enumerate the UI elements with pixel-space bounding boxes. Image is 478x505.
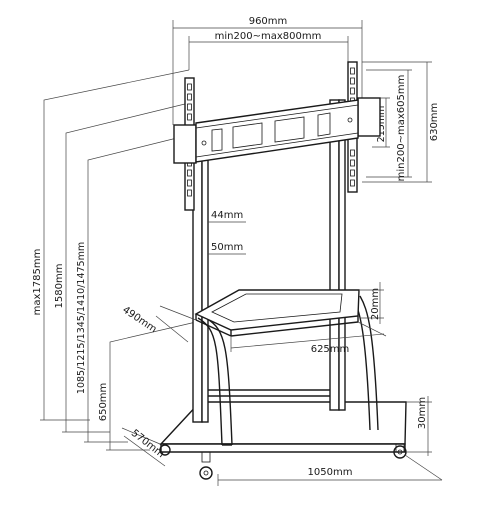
total-height-label: max1785mm <box>32 249 43 316</box>
shelf-height-label: 650mm <box>98 383 109 422</box>
base <box>159 401 407 480</box>
column-depth-label: 50mm <box>211 242 243 253</box>
caster-front-left <box>199 451 213 480</box>
height-1580-label: 1580mm <box>54 264 65 309</box>
column-width-callout: 44mm <box>208 210 246 223</box>
bracket-gap-label: 215mm <box>376 106 387 143</box>
caster-back-left <box>159 444 171 456</box>
vesa-horizontal-dimension: min200~max800mm <box>188 31 349 70</box>
bracket-height-label: 630mm <box>429 103 440 142</box>
shelf-depth-label: 490mm <box>120 305 158 336</box>
height-options-label: 1085/1215/1345/1410/1475mm <box>76 242 87 394</box>
vesa-vertical-dimension: min200~max605mm <box>366 69 412 182</box>
shelf-width-dimension: 625mm <box>230 321 387 355</box>
height-1580-dimension: 1580mm <box>54 102 190 433</box>
bracket-height-dimension: 630mm <box>362 61 440 183</box>
column-depth-callout: 50mm <box>208 242 246 255</box>
shelf-lip-label: 20mm <box>370 288 381 320</box>
overall-width-dimension: 960mm <box>172 16 363 125</box>
overall-width-label: 960mm <box>249 16 288 27</box>
total-height-dimension: max1785mm <box>32 69 190 421</box>
base-width-dimension: 1050mm <box>217 454 443 486</box>
vesa-horizontal-label: min200~max800mm <box>215 31 322 42</box>
height-options-dimension: 1085/1215/1345/1410/1475mm <box>76 134 190 443</box>
base-depth-dimension: 570mm <box>121 427 166 467</box>
base-width-label: 1050mm <box>308 467 353 478</box>
column-width-label: 44mm <box>211 210 243 221</box>
mounting-plate <box>173 97 381 164</box>
shelf-depth-dimension: 490mm <box>120 305 197 343</box>
shelf <box>194 289 379 446</box>
base-height-dimension: 30mm <box>406 396 432 456</box>
shelf-width-label: 625mm <box>311 344 350 355</box>
vesa-vertical-label: min200~max605mm <box>396 75 407 182</box>
base-height-label: 30mm <box>417 397 428 429</box>
shelf-lip-dimension: 20mm <box>360 282 384 324</box>
